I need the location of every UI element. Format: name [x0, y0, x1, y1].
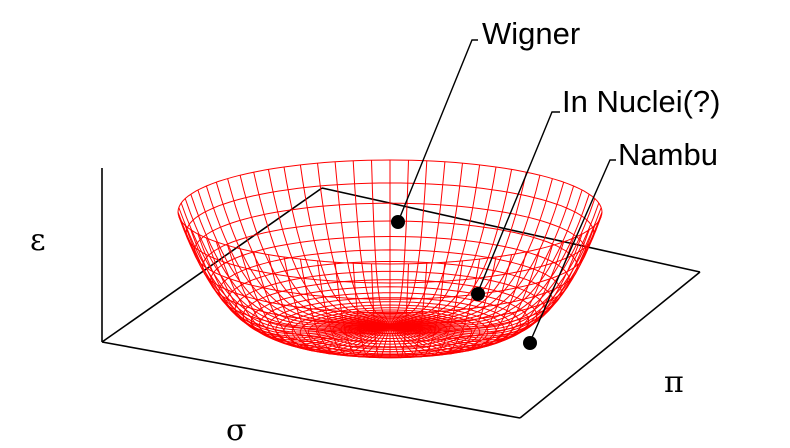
mesh-spoke — [389, 172, 527, 327]
nambu-leader-line — [529, 159, 616, 343]
potential-surface-mesh — [177, 159, 603, 359]
mesh-spoke — [239, 248, 391, 351]
mesh-spoke — [227, 178, 391, 327]
wigner-label: Wigner — [482, 16, 580, 51]
mesh-spoke — [197, 189, 391, 327]
mesh-spoke — [317, 163, 391, 327]
nambu-point — [523, 336, 537, 350]
wigner-point — [391, 215, 405, 229]
mesh-spoke — [334, 161, 391, 327]
mesh-spoke — [177, 211, 390, 333]
mesh-spoke — [389, 207, 602, 331]
nuclei-label: In Nuclei(?) — [562, 84, 721, 119]
mesh-spoke — [180, 202, 391, 329]
mesh-spoke — [389, 160, 428, 327]
mesh-spoke — [178, 216, 391, 335]
nuclei-leader-line — [477, 111, 560, 293]
mesh-spoke — [389, 163, 463, 327]
vertical-axis-label: ε — [30, 223, 46, 258]
mesh-spoke — [389, 175, 541, 327]
mesh-spoke — [389, 160, 409, 327]
mesh-spoke — [267, 169, 391, 327]
state-points — [391, 215, 537, 350]
mesh-spoke — [205, 185, 391, 327]
nambu-label: Nambu — [618, 137, 718, 172]
floor-left-back-edge — [101, 187, 323, 343]
mesh-spoke — [180, 220, 391, 337]
mesh-spoke — [205, 237, 391, 345]
mesh-spoke — [389, 248, 541, 351]
leader-lines — [397, 39, 616, 343]
mesh-spoke — [299, 164, 391, 327]
mesh-spoke — [389, 166, 497, 327]
mesh-spoke — [389, 220, 600, 337]
mesh-spoke — [371, 160, 391, 327]
wigner-leader-line — [397, 39, 478, 223]
mesh-spoke — [253, 172, 391, 327]
mesh-spoke — [197, 233, 391, 343]
mesh-spoke — [190, 229, 391, 341]
floor-right-edge — [519, 271, 701, 419]
mesh-spoke — [389, 178, 553, 327]
mesh-spoke — [389, 185, 575, 327]
mesh-spoke — [283, 166, 391, 327]
mesh-spoke — [267, 254, 391, 354]
floor-front-edge — [101, 341, 521, 419]
mesh-spoke — [389, 189, 583, 327]
mesh-spoke — [389, 225, 596, 339]
mesh-spoke — [389, 182, 565, 327]
mesh-spoke — [389, 254, 513, 354]
mesh-spoke — [190, 194, 391, 327]
mesh-spoke — [389, 169, 513, 327]
mesh-spoke — [184, 198, 391, 328]
mesh-spoke — [227, 245, 391, 349]
mesh-spoke — [389, 164, 481, 327]
mesh-spoke — [389, 202, 600, 329]
mesh-spoke — [352, 160, 391, 327]
mesh-spoke — [215, 182, 391, 327]
pi-axis-label: π — [664, 365, 684, 400]
mesh-spoke — [389, 161, 446, 327]
mesh-spoke — [239, 175, 391, 327]
mesh-spoke — [389, 263, 409, 359]
mesh-spoke — [389, 229, 590, 341]
sigma-axis-label: σ — [226, 413, 246, 448]
nuclei-point — [471, 287, 485, 301]
mesh-spoke — [389, 194, 590, 327]
mesh-spoke — [178, 207, 391, 331]
mesh-spoke — [389, 237, 575, 345]
